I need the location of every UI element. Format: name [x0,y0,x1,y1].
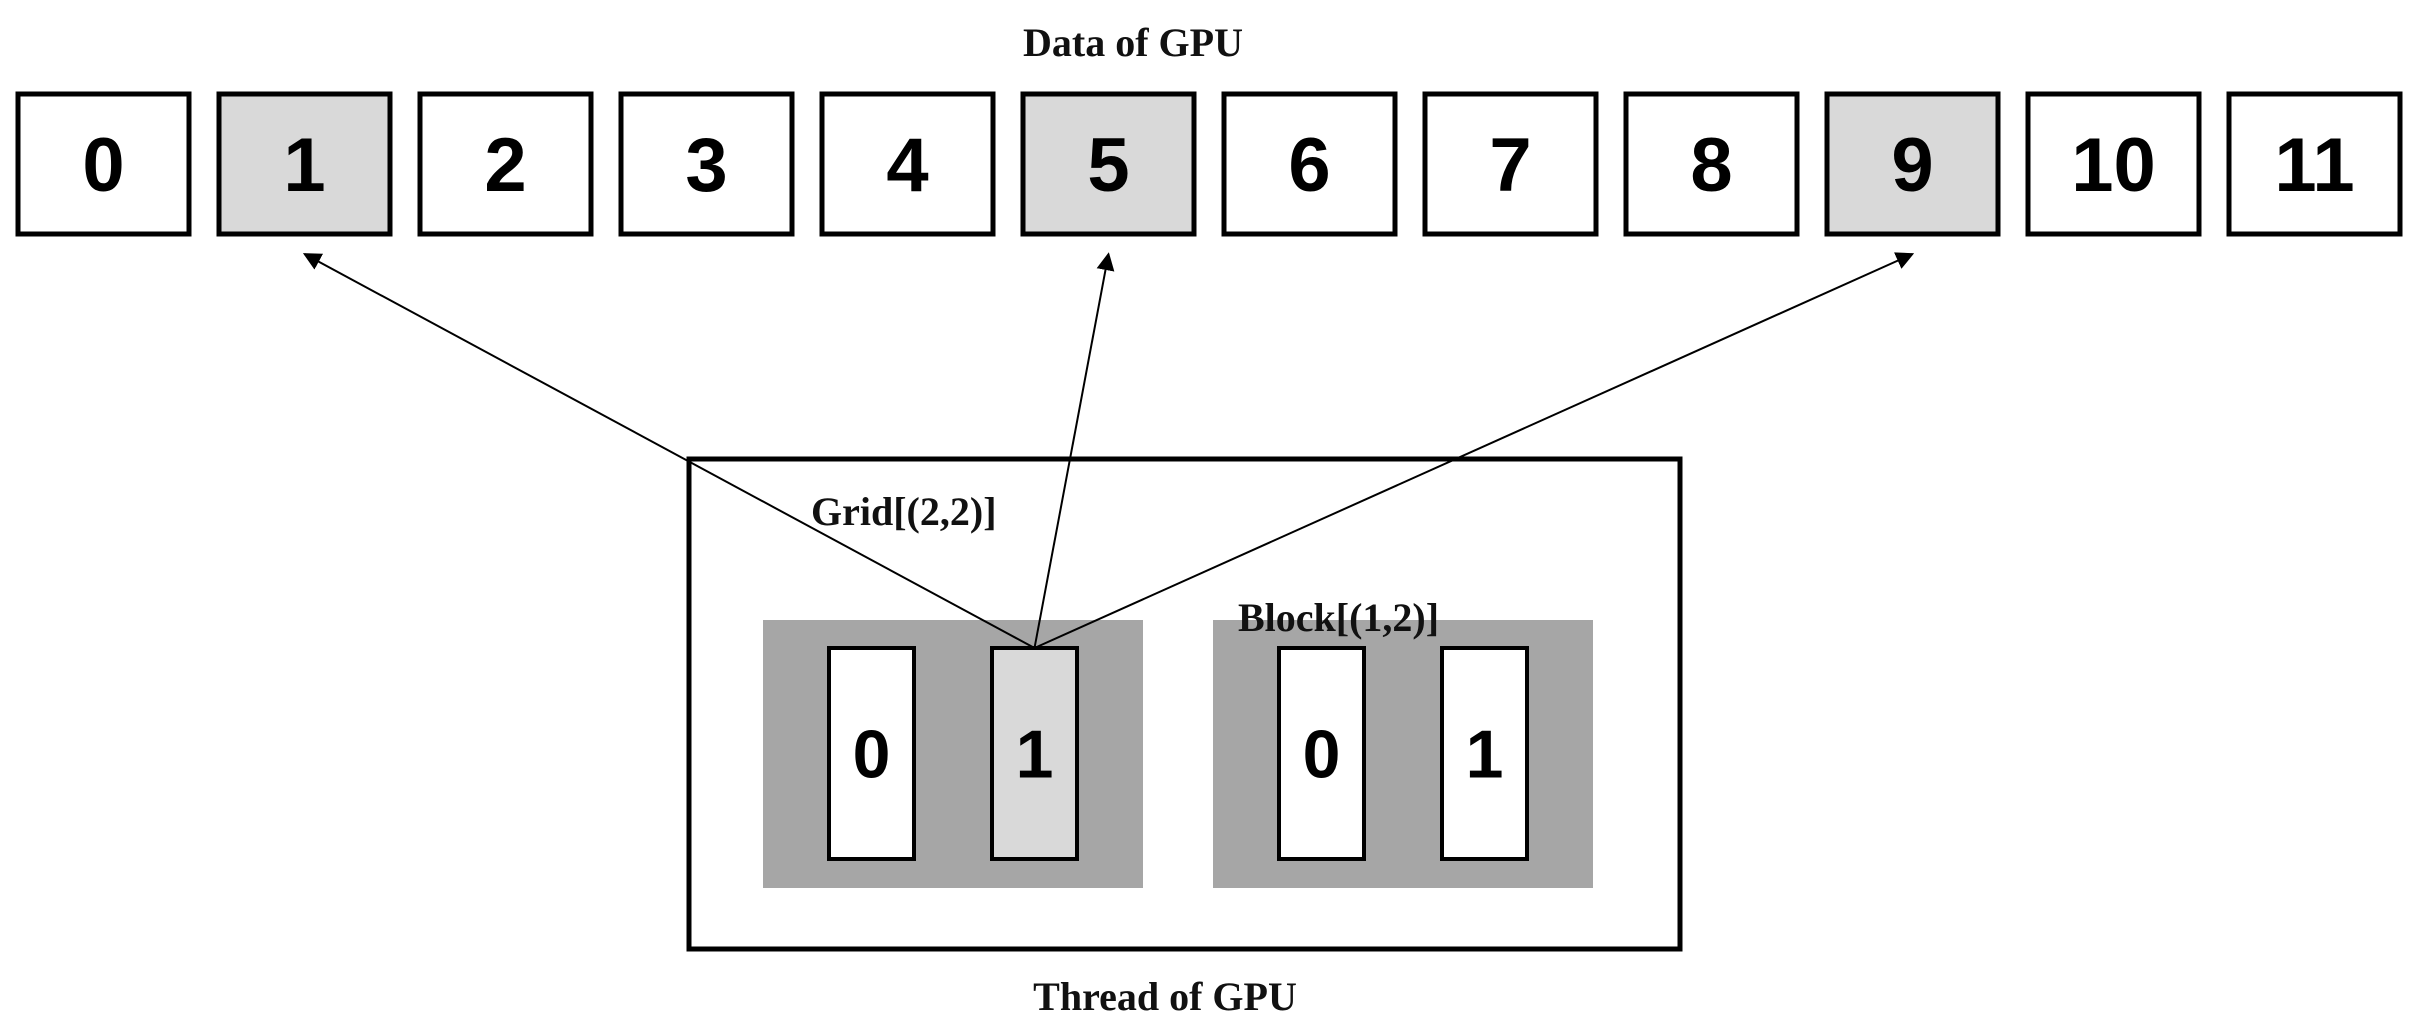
data-cell: 10 [2025,91,2202,237]
block-label: Block[(1,2)] [1238,595,1439,640]
data-cell-label: 8 [1690,123,1732,208]
data-cell-box [618,91,795,237]
block-background [1213,620,1593,888]
data-cell: 6 [1221,91,1398,237]
thread-cell: 1 [990,646,1079,861]
thread-box [1277,646,1366,861]
data-cell-label: 0 [82,123,124,208]
data-cell-label: 1 [283,123,325,208]
data-cell-box-highlighted [1824,91,2001,237]
data-cell: 11 [2226,91,2403,237]
data-cell-box [1623,91,1800,237]
thread-box [1440,646,1529,861]
data-cell: 5 [1020,91,1197,237]
mapping-arrow [1034,252,1915,649]
thread-box [827,646,916,861]
thread-label: 0 [853,717,891,793]
thread-label: 0 [1303,717,1341,793]
data-cell: 0 [15,91,192,237]
thread-cell: 0 [1277,646,1366,861]
data-cell-box [819,91,996,237]
block-background [763,620,1143,888]
thread-of-gpu-title: Thread of GPU [1033,974,1297,1019]
data-cell-box [15,91,192,237]
data-cell-box [1221,91,1398,237]
thread-cell: 1 [1440,646,1529,861]
data-cell-box [1422,91,1599,237]
data-cell-box [417,91,594,237]
thread-cell: 0 [827,646,916,861]
thread-label: 1 [1466,717,1504,793]
data-cell: 7 [1422,91,1599,237]
data-cell: 2 [417,91,594,237]
data-cell-box [2025,91,2202,237]
data-cell: 3 [618,91,795,237]
data-cell-box-highlighted [1020,91,1197,237]
arrows-group [302,252,1915,649]
data-cell-label: 10 [2071,123,2156,208]
data-array: 0 1 2 3 4 5 6 7 8 9 10 11 [15,91,2403,237]
data-cell-label: 5 [1087,123,1129,208]
data-cell-label: 6 [1288,123,1330,208]
data-cell-label: 2 [484,123,526,208]
data-cell-box-highlighted [216,91,393,237]
grid-label: Grid[(2,2)] [811,489,997,534]
thread-label: 1 [1016,717,1054,793]
data-cell: 4 [819,91,996,237]
data-cell-label: 4 [886,123,928,208]
data-cell: 1 [216,91,393,237]
data-of-gpu-title: Data of GPU [1023,20,1243,65]
data-cell-label: 3 [685,123,727,208]
data-cell: 9 [1824,91,2001,237]
mapping-arrow [302,253,1035,649]
data-cell: 8 [1623,91,1800,237]
data-cell-box [2226,91,2403,237]
mapping-arrow [1033,252,1115,649]
thread-box-highlighted [990,646,1079,861]
data-cell-label: 11 [2274,123,2354,208]
data-cell-label: 9 [1891,123,1933,208]
data-cell-label: 7 [1489,123,1531,208]
